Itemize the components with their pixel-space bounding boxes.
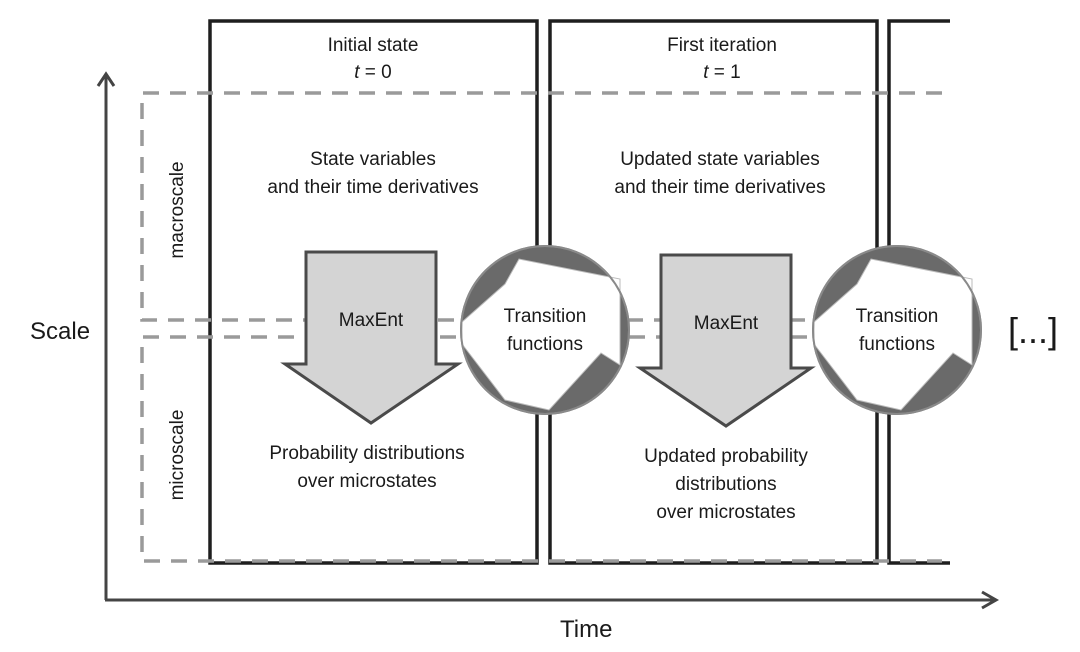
stage-first-iteration-header: First iteration t = 1 bbox=[667, 35, 777, 83]
macro-text-line: Updated state variables bbox=[620, 149, 820, 170]
x-axis-label: Time bbox=[560, 616, 612, 643]
stage-first-iteration-macro-text: Updated state variables and their time d… bbox=[614, 149, 825, 198]
maxent-label: MaxEnt bbox=[339, 310, 404, 331]
micro-text-line: over microstates bbox=[297, 471, 436, 492]
macroscale-label: macroscale bbox=[167, 161, 188, 258]
macro-text-line: and their time derivatives bbox=[614, 177, 825, 198]
x-axis-arrowhead-icon bbox=[981, 590, 1000, 610]
stage-first-iteration-micro-text: Updated probability distributions over m… bbox=[644, 446, 808, 523]
y-axis-arrowhead-icon bbox=[96, 71, 116, 87]
down-arrow-icon bbox=[635, 253, 816, 428]
transition-circle-1: Transition functions bbox=[460, 245, 630, 415]
stage-title: Initial state bbox=[328, 35, 419, 56]
macro-text-line: State variables bbox=[310, 149, 436, 170]
transition-circle-2: Transition functions bbox=[812, 245, 982, 415]
x-axis bbox=[105, 590, 1000, 610]
cycle-arrow-icon bbox=[461, 258, 621, 411]
stage-initial-macro-text: State variables and their time derivativ… bbox=[267, 149, 478, 198]
maxent-label: MaxEnt bbox=[694, 313, 759, 334]
stage-time: t = 1 bbox=[703, 62, 741, 83]
y-axis-label: Scale bbox=[30, 318, 90, 345]
transition-label-line: Transition bbox=[856, 306, 939, 327]
microscale-label: microscale bbox=[167, 410, 188, 501]
stage-initial-micro-text: Probability distributions over microstat… bbox=[269, 443, 464, 492]
stage-title: First iteration bbox=[667, 35, 777, 56]
continuation-ellipsis: [...] bbox=[1008, 310, 1058, 351]
stage-initial-header: Initial state t = 0 bbox=[328, 35, 419, 83]
micro-text-line: Probability distributions bbox=[269, 443, 464, 464]
transition-label-line: functions bbox=[507, 334, 583, 355]
stage-time: t = 0 bbox=[354, 62, 392, 83]
maxent-arrow-1: MaxEnt bbox=[280, 250, 463, 425]
maxent-arrow-2: MaxEnt bbox=[635, 253, 816, 428]
y-axis bbox=[96, 71, 116, 600]
micro-text-line: over microstates bbox=[656, 502, 795, 523]
micro-text-line: distributions bbox=[675, 474, 776, 495]
down-arrow-icon bbox=[280, 250, 463, 425]
cycle-arrow-icon bbox=[813, 258, 973, 411]
transition-label-line: functions bbox=[859, 334, 935, 355]
transition-label-line: Transition bbox=[504, 306, 587, 327]
micro-text-line: Updated probability bbox=[644, 446, 808, 467]
macro-text-line: and their time derivatives bbox=[267, 177, 478, 198]
